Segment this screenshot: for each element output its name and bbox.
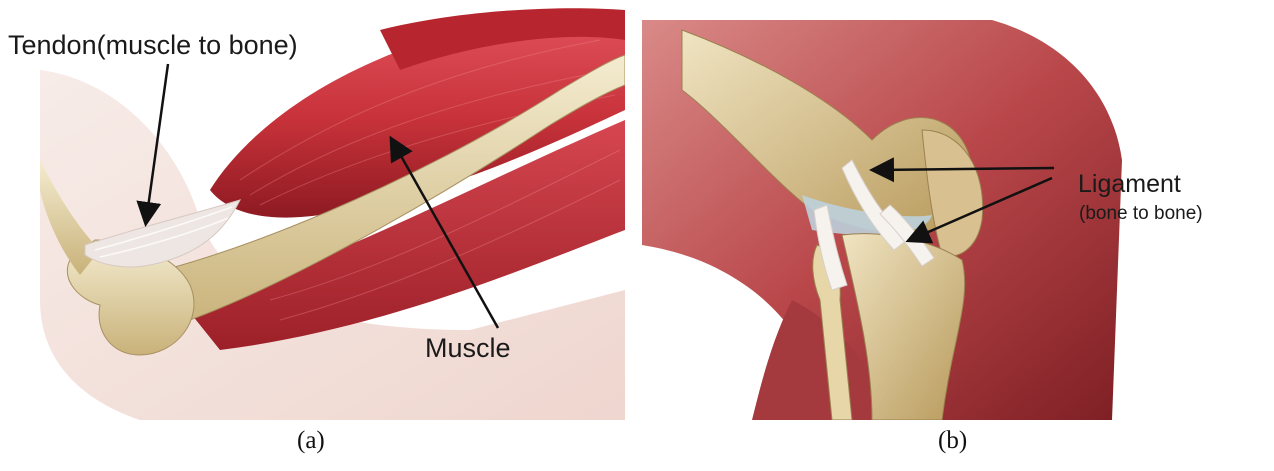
ligament-sublabel: (bone to bone) (1079, 203, 1203, 225)
panel-a-arm-illustration: Tendon(muscle to bone) Muscle (0, 0, 625, 420)
arm-anatomy-illustration (0, 0, 625, 420)
caption-a: (a) (297, 427, 325, 455)
panel-b-knee-illustration: Ligament (bone to bone) (642, 0, 1274, 420)
ligament-label: Ligament (1078, 170, 1181, 199)
muscle-label: Muscle (425, 333, 511, 364)
caption-b: (b) (938, 427, 967, 455)
tendon-label: Tendon(muscle to bone) (8, 30, 298, 61)
